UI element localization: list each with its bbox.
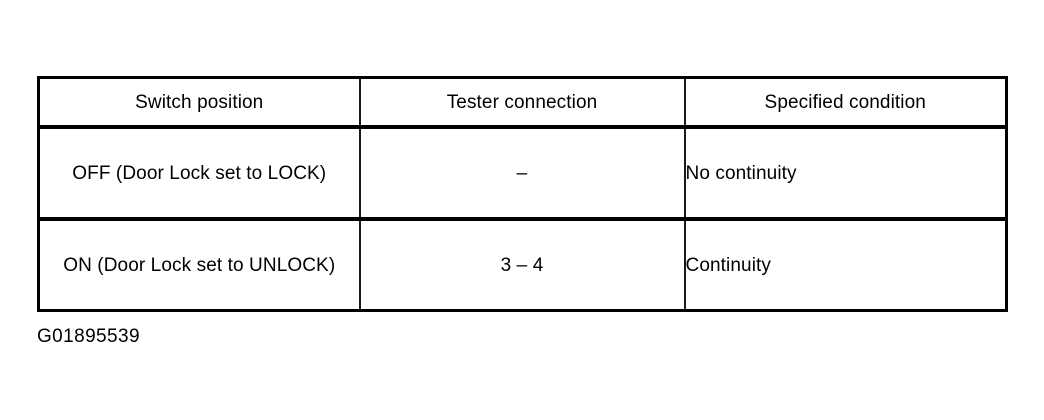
column-header-switch-position: Switch position <box>38 77 361 129</box>
column-header-tester-connection: Tester connection <box>359 77 686 129</box>
table-header-row: Switch position Tester connection Specif… <box>38 77 1007 129</box>
column-header-specified-condition: Specified condition <box>684 77 1007 129</box>
cell-specified-condition: Continuity <box>684 217 1007 311</box>
cell-tester-connection: – <box>359 127 686 219</box>
table-row: ON (Door Lock set to UNLOCK) 3 – 4 Conti… <box>38 217 1007 311</box>
figure-caption: G01895539 <box>37 326 140 347</box>
cell-switch-position: ON (Door Lock set to UNLOCK) <box>38 217 361 311</box>
table-body: OFF (Door Lock set to LOCK) – No continu… <box>38 127 1007 311</box>
table-row: OFF (Door Lock set to LOCK) – No continu… <box>38 127 1007 219</box>
cell-switch-position: OFF (Door Lock set to LOCK) <box>38 127 361 219</box>
cell-tester-connection: 3 – 4 <box>359 217 686 311</box>
cell-specified-condition: No continuity <box>684 127 1007 219</box>
switch-inspection-table: Switch position Tester connection Specif… <box>37 76 1008 312</box>
table-header: Switch position Tester connection Specif… <box>38 77 1007 129</box>
